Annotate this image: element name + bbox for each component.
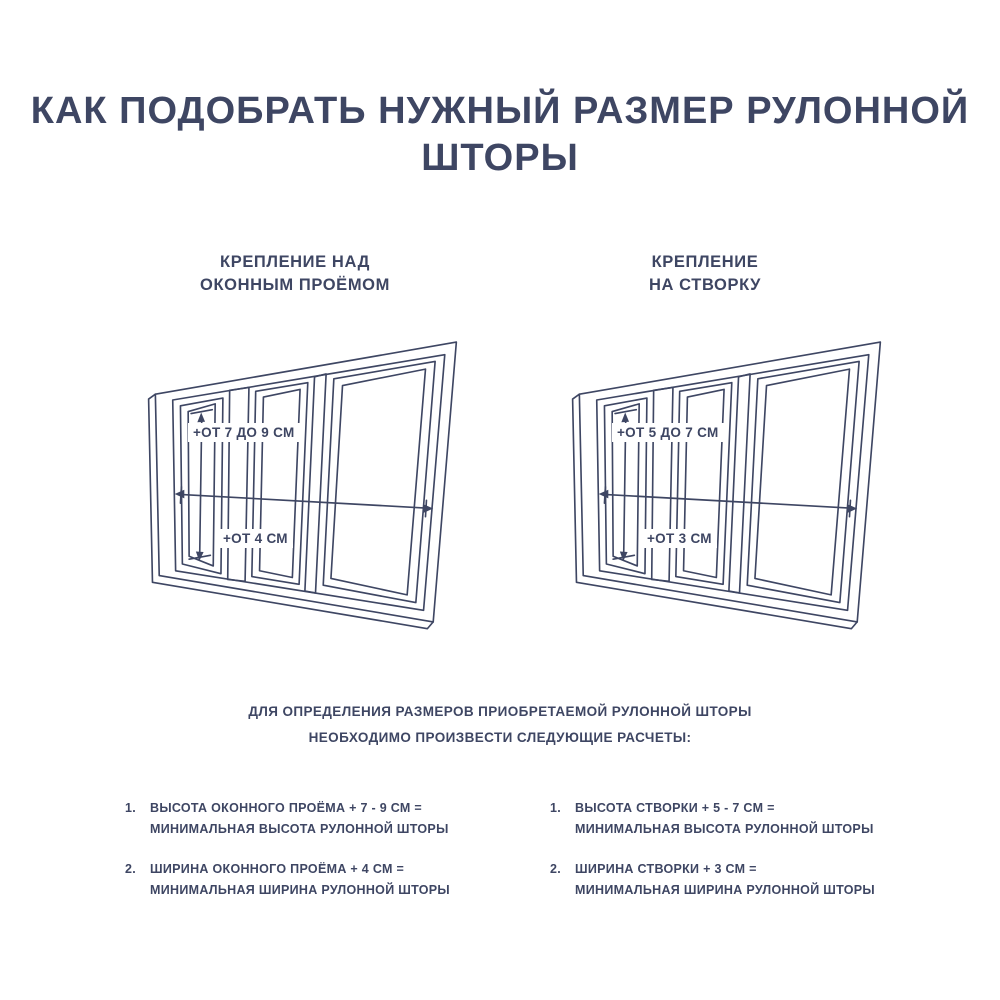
- calc-item-line2: МИНИМАЛЬНАЯ ШИРИНА РУЛОННОЙ ШТОРЫ: [150, 883, 450, 897]
- window-illustration: [571, 341, 882, 630]
- calc-item-number: 1.: [550, 801, 562, 815]
- calc-item-number: 1.: [125, 801, 137, 815]
- calc-item-line1: ВЫСОТА ОКОННОГО ПРОЁМА + 7 - 9 СМ =: [150, 801, 422, 815]
- height-allowance-label: +ОТ 5 ДО 7 СМ: [612, 423, 724, 442]
- calc-item-height: 1. ВЫСОТА СТВОРКИ + 5 - 7 СМ = МИНИМАЛЬН…: [550, 798, 920, 840]
- width-allowance-label: +ОТ 4 СМ: [218, 529, 293, 548]
- instruction-note-line1: ДЛЯ ОПРЕДЕЛЕНИЯ РАЗМЕРОВ ПРИОБРЕТАЕМОЙ Р…: [248, 704, 752, 719]
- calc-item-line2: МИНИМАЛЬНАЯ ШИРИНА РУЛОННОЙ ШТОРЫ: [575, 883, 875, 897]
- width-allowance-label: +ОТ 3 СМ: [642, 529, 717, 548]
- heading-mount-over-opening-line1: КРЕПЛЕНИЕ НАД: [220, 253, 370, 271]
- height-allowance-label: +ОТ 7 ДО 9 СМ: [188, 423, 300, 442]
- page-title-line1: КАК ПОДОБРАТЬ НУЖНЫЙ РАЗМЕР: [30, 90, 735, 132]
- calc-item-line2: МИНИМАЛЬНАЯ ВЫСОТА РУЛОННОЙ ШТОРЫ: [575, 822, 874, 836]
- heading-mount-on-sash-line1: КРЕПЛЕНИЕ: [651, 253, 759, 271]
- calc-list-over-opening: 1. ВЫСОТА ОКОННОГО ПРОЁМА + 7 - 9 СМ = М…: [125, 798, 495, 901]
- calc-item-width: 2. ШИРИНА СТВОРКИ + 3 СМ = МИНИМАЛЬНАЯ Ш…: [550, 859, 920, 901]
- calc-item-line1: ВЫСОТА СТВОРКИ + 5 - 7 СМ =: [575, 801, 775, 815]
- page-title-line2: РУЛОННОЙ ШТОРЫ: [421, 90, 970, 179]
- calc-item-height: 1. ВЫСОТА ОКОННОГО ПРОЁМА + 7 - 9 СМ = М…: [125, 798, 495, 840]
- page-title: КАК ПОДОБРАТЬ НУЖНЫЙ РАЗМЕР РУЛОННОЙ ШТО…: [0, 88, 1000, 182]
- calc-item-number: 2.: [550, 862, 562, 876]
- heading-mount-over-opening: КРЕПЛЕНИЕ НАД ОКОННЫМ ПРОЁМОМ: [135, 251, 455, 297]
- calc-list-on-sash: 1. ВЫСОТА СТВОРКИ + 5 - 7 СМ = МИНИМАЛЬН…: [550, 798, 920, 901]
- calc-item-width: 2. ШИРИНА ОКОННОГО ПРОЁМА + 4 СМ = МИНИМ…: [125, 859, 495, 901]
- calc-item-line2: МИНИМАЛЬНАЯ ВЫСОТА РУЛОННОЙ ШТОРЫ: [150, 822, 449, 836]
- window-diagram-over-opening: +ОТ 7 ДО 9 СМ +ОТ 4 СМ: [138, 331, 466, 633]
- window-diagram-on-sash: +ОТ 5 ДО 7 СМ +ОТ 3 СМ: [562, 331, 890, 633]
- calc-item-line1: ШИРИНА СТВОРКИ + 3 СМ =: [575, 862, 757, 876]
- heading-mount-over-opening-line2: ОКОННЫМ ПРОЁМОМ: [200, 276, 390, 294]
- calc-item-number: 2.: [125, 862, 137, 876]
- calc-item-line1: ШИРИНА ОКОННОГО ПРОЁМА + 4 СМ =: [150, 862, 405, 876]
- window-illustration: [147, 341, 458, 630]
- heading-mount-on-sash: КРЕПЛЕНИЕ НА СТВОРКУ: [545, 251, 865, 297]
- instruction-note: ДЛЯ ОПРЕДЕЛЕНИЯ РАЗМЕРОВ ПРИОБРЕТАЕМОЙ Р…: [0, 699, 1000, 751]
- instruction-note-line2: НЕОБХОДИМО ПРОИЗВЕСТИ СЛЕДУЮЩИЕ РАСЧЕТЫ:: [308, 730, 692, 745]
- heading-mount-on-sash-line2: НА СТВОРКУ: [648, 276, 762, 294]
